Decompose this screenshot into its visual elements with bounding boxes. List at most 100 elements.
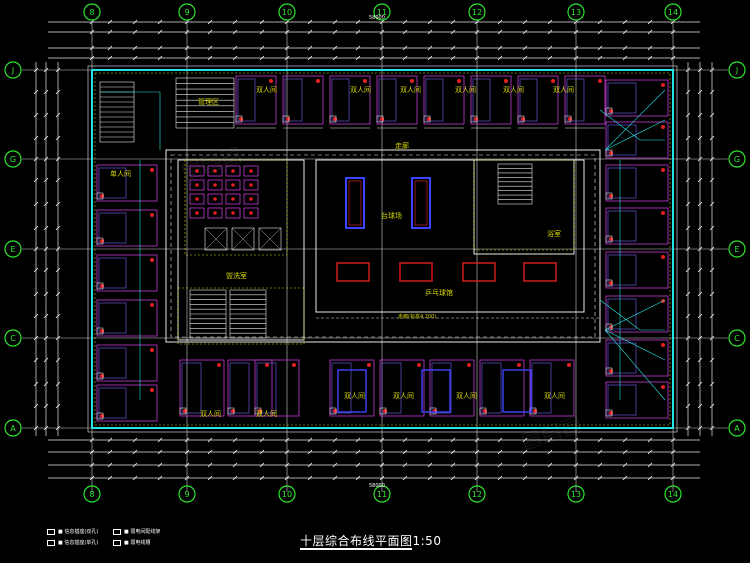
legend: ■ 信息插座(双孔) ■ 信息插座(单孔) ■ 弱电间配线架 ■ 弱电线槽 [47,528,277,554]
axis-bubble-bottom: 9 [178,485,196,503]
axis-bubble-top: 8 [83,3,101,21]
label-single-room: 单人间 [110,169,131,178]
legend-item-3: ■ 弱电间配线架 [113,528,160,535]
legend-symbol-icon [113,539,121,546]
axis-bubble-left: C [4,329,22,347]
svg-text:C: C [734,334,740,343]
legend-text: ■ 信息插座(双孔) [58,529,99,535]
axis-bubble-right: C [728,329,746,347]
label-double-top-4: 双人间 [455,86,476,94]
svg-text:10: 10 [282,490,292,499]
guest-rooms-right-column [605,79,669,419]
legend-symbol-icon [113,528,121,535]
legend-item-2: ■ 信息插座(单孔) [47,539,98,546]
svg-text:J: J [735,66,738,75]
legend-item-1: ■ 信息插座(双孔) [47,528,98,535]
label-washroom: 盥洗室 [226,271,247,280]
svg-text:13: 13 [571,490,581,499]
inner-structure [165,149,601,343]
label-double-1: 双人间 [200,410,221,418]
axis-bubble-right: J [728,61,746,79]
legend-text: ■ 信息插座(单孔) [58,540,99,546]
axis-bubble-bottom: 12 [468,485,486,503]
bottom-room-blue-boxes [337,369,532,413]
axis-bubble-right: A [728,419,746,437]
label-corridor-mid: 走廊(标高4.200) [398,313,436,320]
label-double-top-1: 双人间 [256,86,277,94]
label-corridor-top: 走廊 [395,141,409,150]
axis-bubble-right: G [728,150,746,168]
stairs [99,77,533,339]
svg-text:12: 12 [472,8,482,17]
legend-text: ■ 弱电线槽 [124,540,151,546]
label-bath: 浴室 [547,229,561,238]
overall-width-bottom: 58000 [369,483,385,489]
svg-text:J: J [11,66,14,75]
svg-text:14: 14 [668,8,678,17]
dimension-ticks [33,19,715,481]
axis-bubble-bottom: 8 [83,485,101,503]
label-double-3: 双人间 [344,392,365,400]
axis-bubble-right: E [728,240,746,258]
label-double-6: 双人间 [544,392,565,400]
horizontal-axis-lines [22,69,728,429]
svg-text:8: 8 [89,8,94,17]
guest-rooms-top-row [235,75,606,129]
svg-text:G: G [734,155,740,164]
label-double-top-6: 双人间 [553,86,574,94]
label-stage: 台球场 [381,211,402,220]
axis-bubble-top: 9 [178,3,196,21]
svg-text:9: 9 [184,490,189,499]
svg-text:13: 13 [571,8,581,17]
legend-symbol-icon [47,528,55,535]
label-office: 管理区 [198,97,219,106]
svg-text:8: 8 [89,490,94,499]
guest-rooms-left-column [96,164,158,422]
axis-bubble-left: E [4,240,22,258]
label-double-2: 双人间 [256,410,277,418]
label-double-top-5: 双人间 [503,86,524,94]
cable-runs [100,89,666,401]
title-underline [300,548,412,550]
axis-bubble-left: J [4,61,22,79]
table-tennis-tables [336,262,557,282]
axis-bubble-left: G [4,150,22,168]
svg-text:A: A [734,424,740,433]
axis-bubble-bottom: 14 [664,485,682,503]
axis-bubble-top: 12 [468,3,486,21]
stage-area [345,177,431,229]
axis-bubble-top: 14 [664,3,682,21]
vertical-axis-lines [91,22,674,492]
svg-text:E: E [10,245,15,254]
label-double-top-2: 双人间 [350,86,371,94]
label-table-area: 乒乓球馆 [425,288,453,297]
legend-symbol-icon [47,539,55,546]
washroom-fixtures [189,165,282,251]
axis-bubble-top: 13 [567,3,585,21]
svg-text:9: 9 [184,8,189,17]
outer-wall [87,65,678,433]
svg-text:11: 11 [377,8,387,17]
top-dimension-lines [48,21,700,59]
drawing-title: 十层综合布线平面图1:50 [300,534,442,548]
room-labels: 管理区 台球场 乒乓球馆 盥洗室 浴室 走廊 走廊(标高4.200) 单人间 双… [110,86,574,418]
svg-text:10: 10 [282,8,292,17]
svg-text:E: E [734,245,739,254]
axis-bubble-left: A [4,419,22,437]
axis-bubble-top: 10 [278,3,296,21]
svg-text:C: C [10,334,16,343]
legend-text: ■ 弱电间配线架 [124,529,161,535]
bottom-dimension-lines [48,439,700,479]
axis-bubble-bottom: 13 [567,485,585,503]
guest-rooms-bottom-row [179,359,575,417]
label-double-5: 双人间 [456,392,477,400]
label-double-top-3: 双人间 [400,86,421,94]
svg-text:12: 12 [472,490,482,499]
room-bounds [177,159,575,345]
label-double-4: 双人间 [393,392,414,400]
svg-text:11: 11 [377,490,387,499]
svg-text:G: G [10,155,16,164]
axis-bubble-top: 11 [373,3,391,21]
